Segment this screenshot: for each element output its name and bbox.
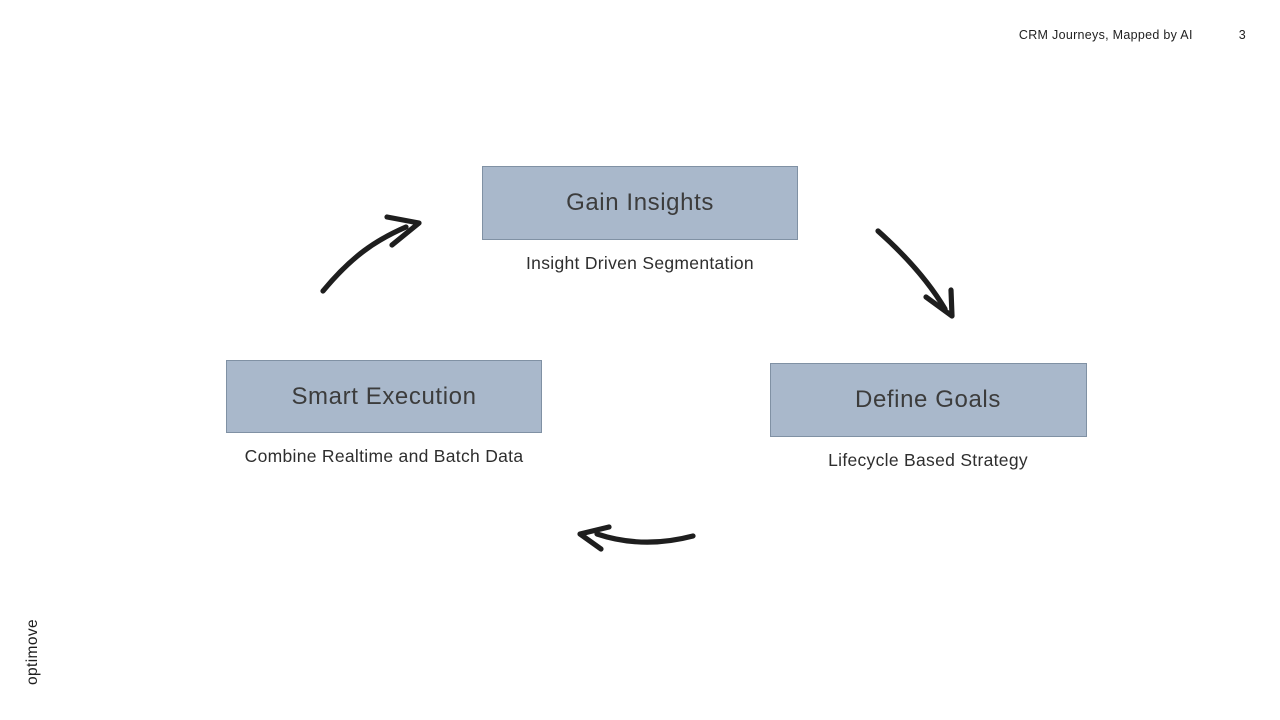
- arrow-left-icon: [577, 524, 696, 552]
- step-define-goals: Define Goals Lifecycle Based Strategy: [728, 363, 1128, 471]
- step-box: Gain Insights: [482, 166, 798, 240]
- step-gain-insights: Gain Insights Insight Driven Segmentatio…: [440, 166, 840, 274]
- arrow-up-right-icon: [320, 214, 422, 294]
- page-number: 3: [1238, 28, 1246, 42]
- slide-header: CRM Journeys, Mapped by AI 3: [1019, 28, 1246, 42]
- step-smart-execution: Smart Execution Combine Realtime and Bat…: [184, 360, 584, 467]
- header-title: CRM Journeys, Mapped by AI: [1018, 28, 1193, 42]
- step-box: Smart Execution: [226, 360, 542, 433]
- step-subtitle: Insight Driven Segmentation: [526, 253, 754, 273]
- step-subtitle: Combine Realtime and Batch Data: [244, 446, 524, 466]
- arrow-down-right-icon: [875, 228, 955, 319]
- step-box: Define Goals: [769, 363, 1087, 437]
- step-subtitle: Lifecycle Based Strategy: [828, 450, 1028, 470]
- step-title: Gain Insights: [566, 189, 714, 216]
- step-title: Define Goals: [855, 386, 1001, 413]
- optimove-logo: optimove: [24, 618, 41, 686]
- step-title: Smart Execution: [291, 382, 477, 410]
